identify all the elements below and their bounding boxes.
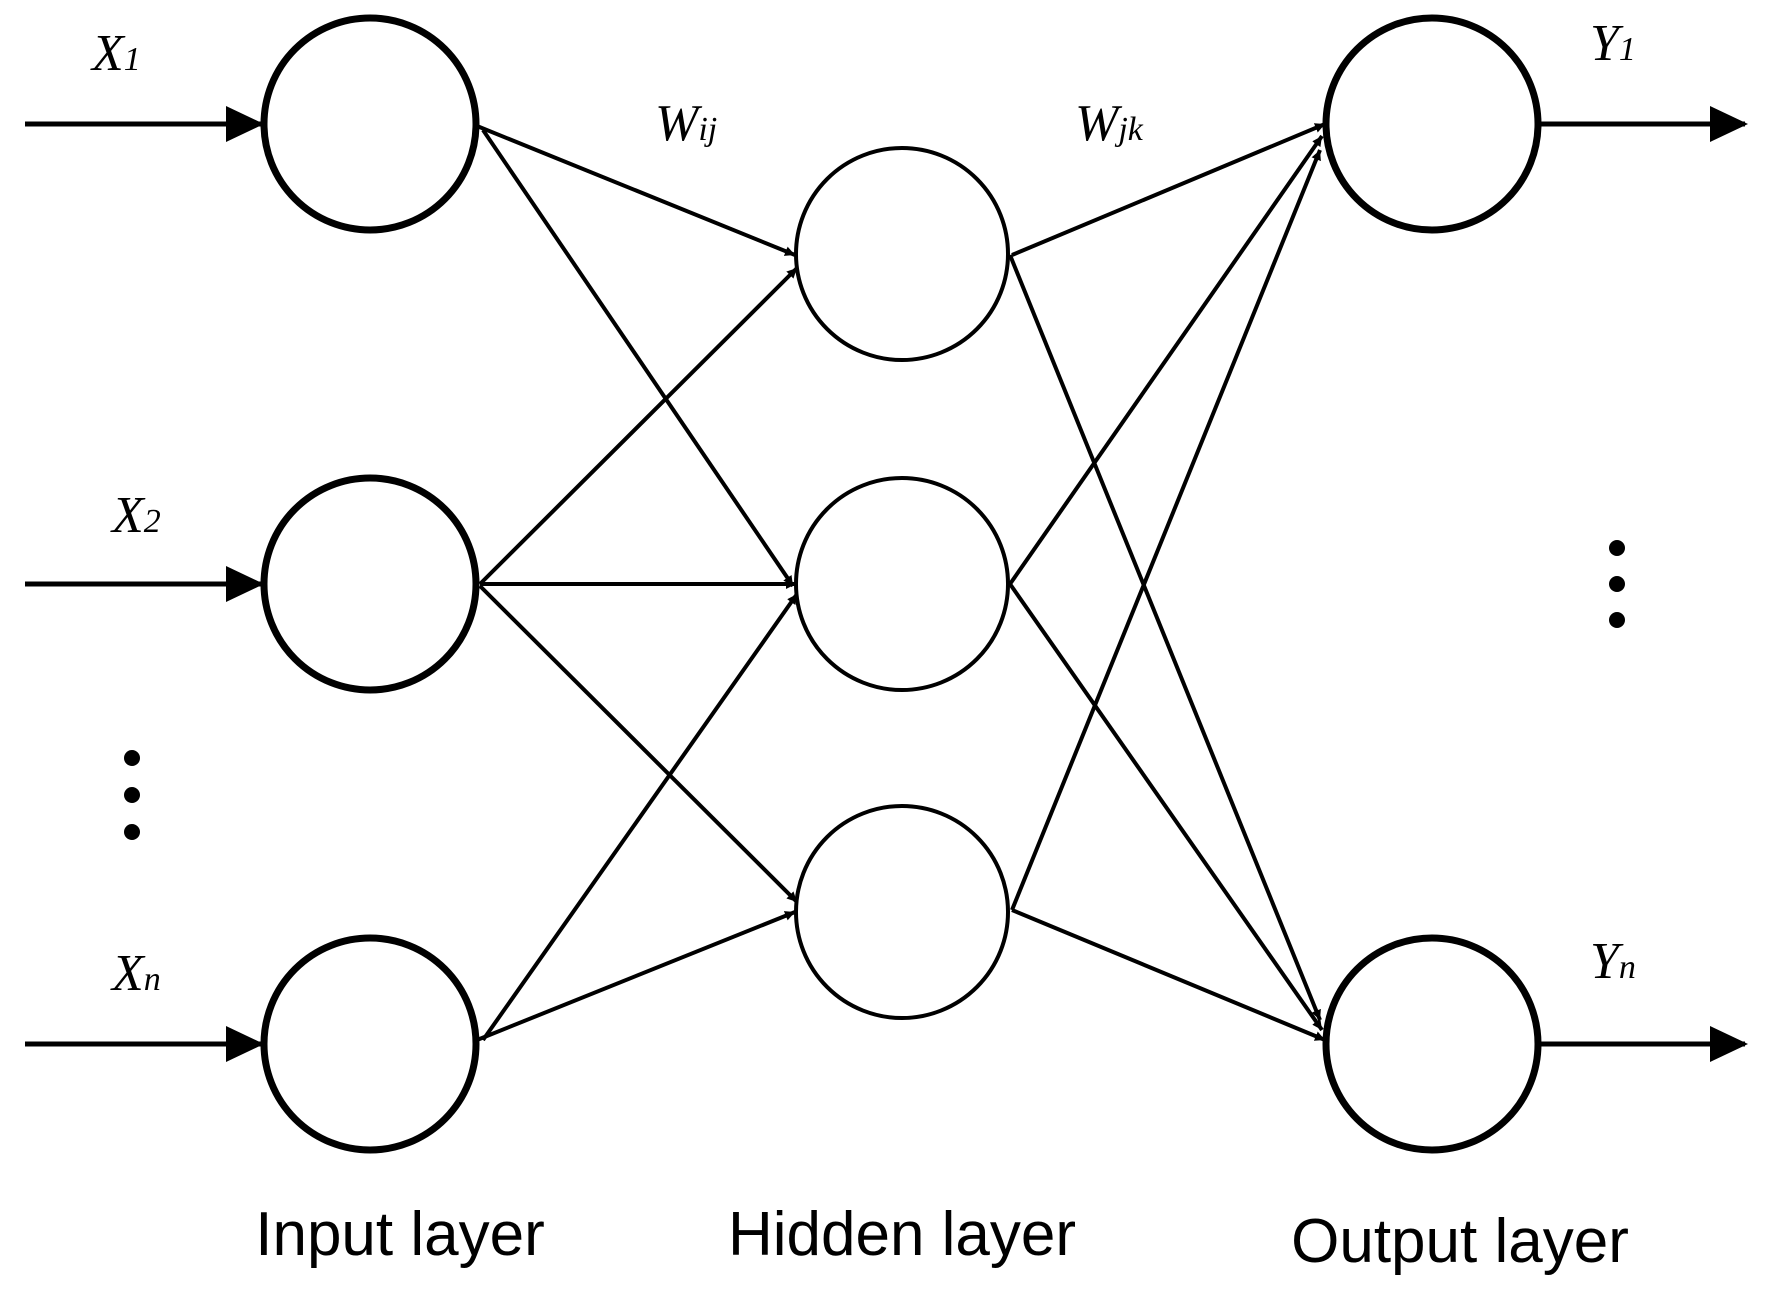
output-ellipsis (1609, 540, 1625, 628)
hidden-node-1 (794, 146, 1010, 362)
input-node-1 (260, 14, 480, 234)
label-yn: Yn (1590, 933, 1636, 990)
output-node-n (1322, 934, 1542, 1154)
edge-h2-on (1008, 582, 1324, 1032)
edge-i2-h1 (478, 266, 799, 586)
output-arrowhead-yn (1710, 1026, 1748, 1062)
edges-hidden-to-output (1008, 122, 1326, 1042)
input-arrowhead-xn (226, 1026, 264, 1062)
edges-input-to-hidden (476, 124, 799, 1042)
label-x1: X1 (90, 25, 141, 82)
label-y1: Y1 (1590, 15, 1636, 72)
input-layer-label: Input layer (255, 1200, 545, 1269)
label-wij: Wij (655, 95, 717, 152)
edge-h2-o1 (1008, 134, 1324, 586)
output-layer-label: Output layer (1291, 1207, 1629, 1276)
edge-h1-on (1008, 254, 1322, 1021)
input-arrowhead-x2 (226, 566, 264, 602)
edge-i2-h3 (478, 584, 799, 904)
label-xn: Xn (110, 945, 161, 1002)
edge-h3-on (1011, 908, 1326, 1042)
label-x2: X2 (110, 487, 161, 544)
edge-h1-o1 (1011, 122, 1326, 257)
edge-i1-h2 (481, 128, 795, 588)
input-arrowhead-x1 (226, 106, 264, 142)
output-node-1 (1322, 14, 1542, 234)
input-ellipsis (124, 750, 140, 840)
edge-in-h2 (481, 592, 799, 1042)
hidden-layer-label: Hidden layer (728, 1200, 1076, 1269)
edge-h3-o1 (1010, 149, 1322, 911)
label-wjk: Wjk (1075, 95, 1144, 152)
input-node-n (260, 934, 480, 1154)
hidden-node-3 (794, 804, 1010, 1020)
hidden-node-2 (794, 476, 1010, 692)
edge-in-h3 (476, 910, 796, 1042)
input-node-2 (260, 474, 480, 694)
output-arrowhead-y1 (1710, 106, 1748, 142)
edge-i1-h1 (476, 124, 796, 257)
